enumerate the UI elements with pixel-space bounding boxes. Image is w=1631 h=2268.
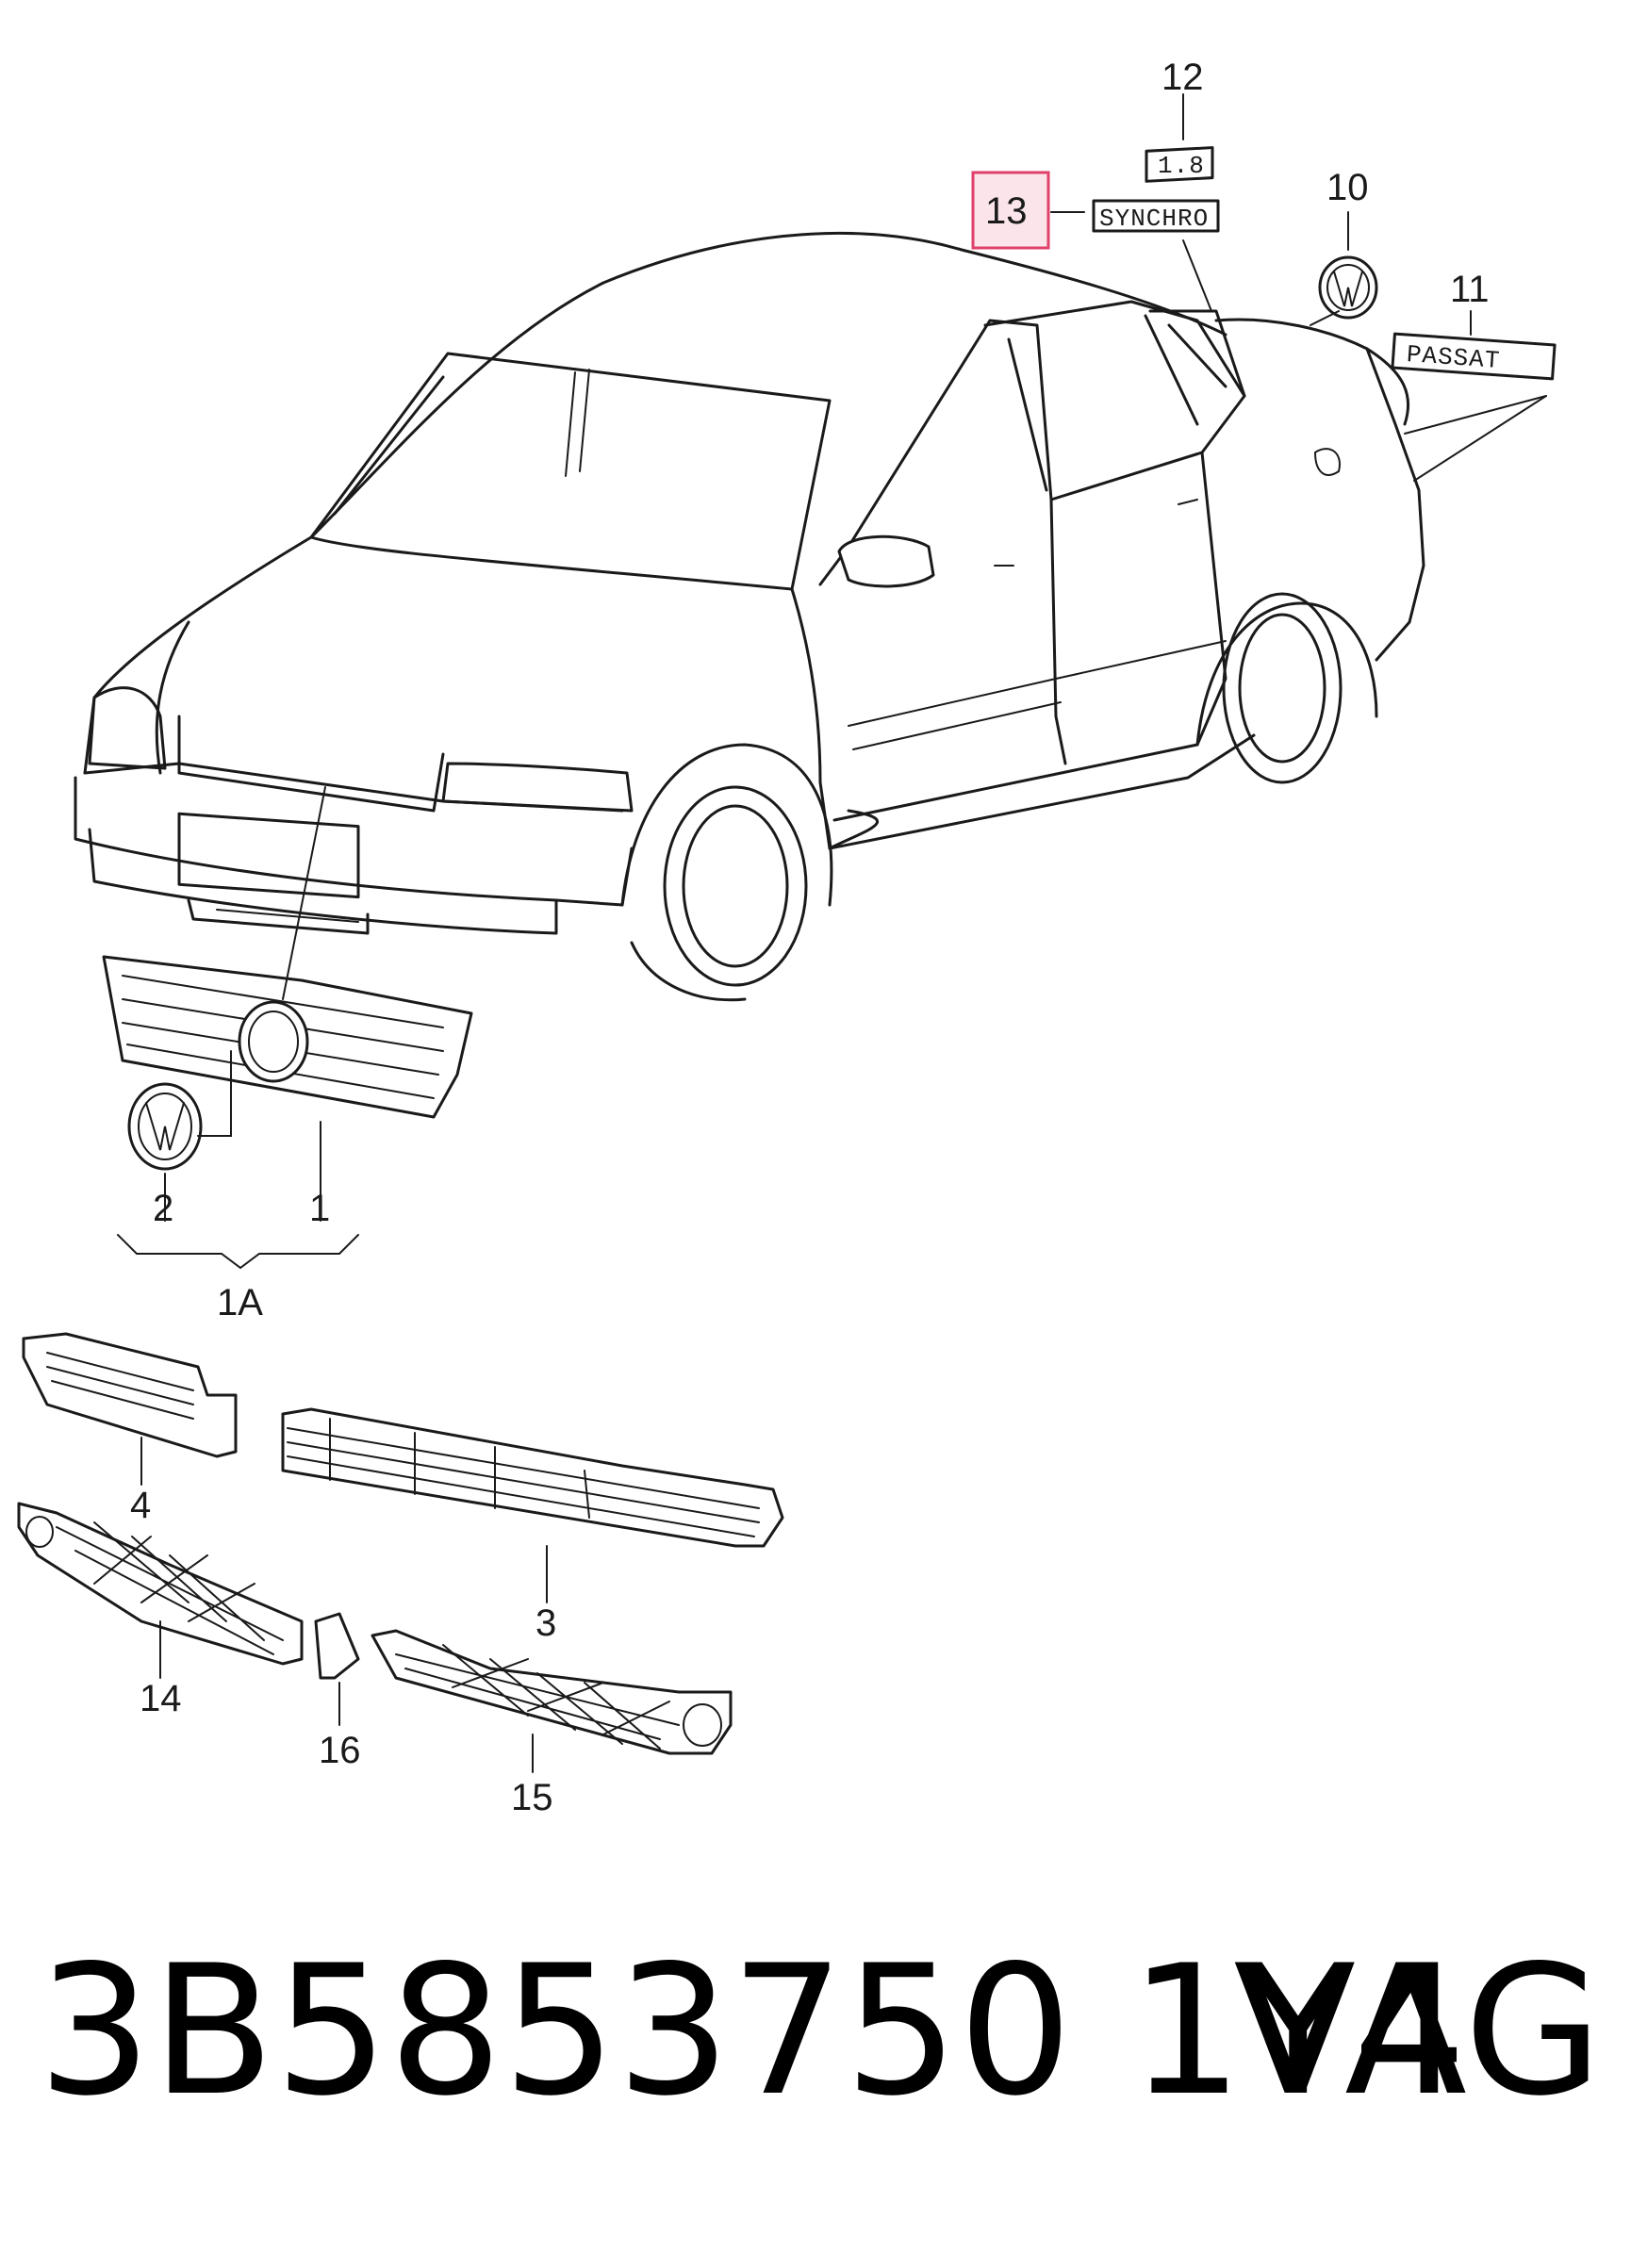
- callout-1: 1: [309, 1188, 330, 1229]
- badge-1-8: 1.8: [1145, 146, 1214, 183]
- badge-model-text: PASSAT: [1406, 340, 1501, 375]
- part-14-mesh-left: [17, 1502, 304, 1666]
- badge-synchro: SYNCHRO: [1092, 199, 1220, 233]
- car-illustration: [74, 231, 1425, 1002]
- badge-engine-text: 1.8: [1158, 152, 1205, 180]
- part-16-tow-cover: [314, 1612, 360, 1680]
- callout-13-highlight: [971, 171, 1050, 250]
- badge-synchro-text: SYNCHRO: [1099, 205, 1209, 233]
- callout-12: 12: [1161, 57, 1204, 98]
- callout-14: 14: [140, 1678, 182, 1719]
- callout-3: 3: [535, 1602, 556, 1644]
- callouts: 12 13 10 11 2 1 1A 4 3 14 16 15: [130, 57, 1490, 1818]
- vw-badge-rear: [1318, 255, 1378, 320]
- callout-15: 15: [511, 1777, 553, 1818]
- callout-4: 4: [130, 1485, 151, 1526]
- callout-10: 10: [1326, 167, 1369, 208]
- part-footer: 3B5853750 1Y4 VAG: [38, 1942, 1603, 2206]
- vw-badge-front: [127, 1082, 203, 1171]
- leader-lines: [117, 93, 1547, 1773]
- callout-1a: 1A: [217, 1282, 263, 1323]
- callout-16: 16: [319, 1730, 361, 1771]
- part-3-center-grille: [281, 1407, 784, 1548]
- brand-name: VAG: [1233, 1927, 1603, 2135]
- callout-11: 11: [1450, 269, 1490, 310]
- callout-2: 2: [153, 1188, 173, 1229]
- part-number: 3B5853750 1Y4: [38, 1927, 1467, 2135]
- callout-13: 13: [985, 190, 1028, 232]
- grille-assembly: [102, 955, 473, 1119]
- part-4-grille-strip: [22, 1332, 238, 1458]
- badge-passat: PASSAT: [1391, 332, 1557, 381]
- part-15-mesh-right: [371, 1629, 733, 1755]
